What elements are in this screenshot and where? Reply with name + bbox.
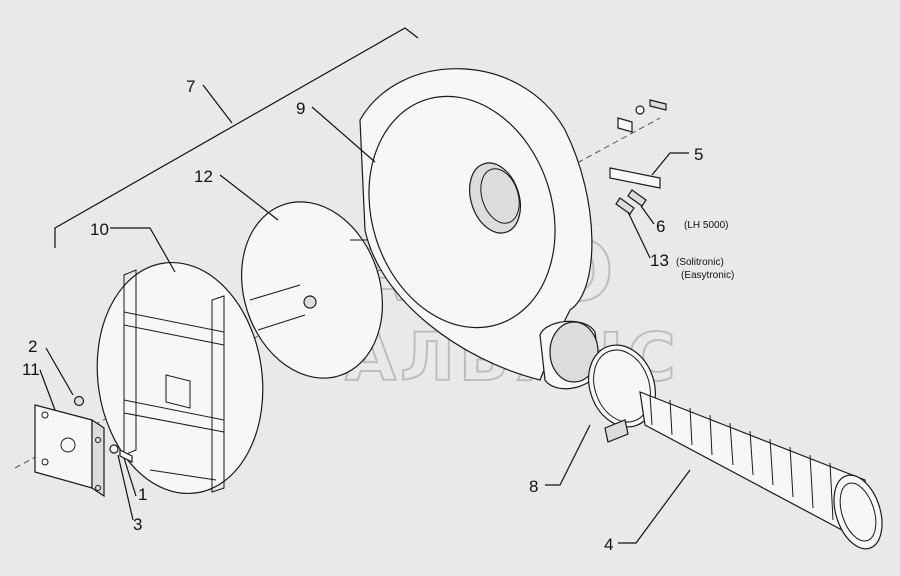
callout-1: 1 [138,485,147,504]
assembly-bracket [54,27,419,248]
mounting-bracket [34,404,105,498]
callout-5: 5 [694,145,703,164]
callout-2: 2 [28,337,37,356]
callout-7: 7 [186,77,195,96]
blower-housing [359,68,601,390]
hose-clamp [588,344,656,443]
callout-4: 4 [604,535,613,554]
note-solitronic: (Solitronic) [676,257,724,268]
callout-12: 12 [194,167,213,186]
callout-13: 13 [650,251,669,270]
leader-lines [39,84,691,544]
back-plate-disc [96,261,264,495]
callout-3: 3 [133,515,142,534]
callout-6: 6 [656,217,665,236]
callouts: 7 9 12 10 2 11 1 3 5 6 (LH 5000) 13 (Sol… [22,77,734,554]
washer [109,444,119,454]
flexible-hose [639,391,883,550]
callout-9: 9 [296,99,305,118]
impeller-disc [241,201,383,379]
sensor [615,189,647,215]
bolt [119,449,133,463]
callout-11: 11 [22,360,40,379]
callout-10: 10 [90,220,109,239]
sensor-bracket [609,99,667,189]
note-easytronic: (Easytronic) [681,270,734,281]
note-lh5000: (LH 5000) [684,220,728,231]
nut [73,395,85,407]
callout-8: 8 [529,477,538,496]
